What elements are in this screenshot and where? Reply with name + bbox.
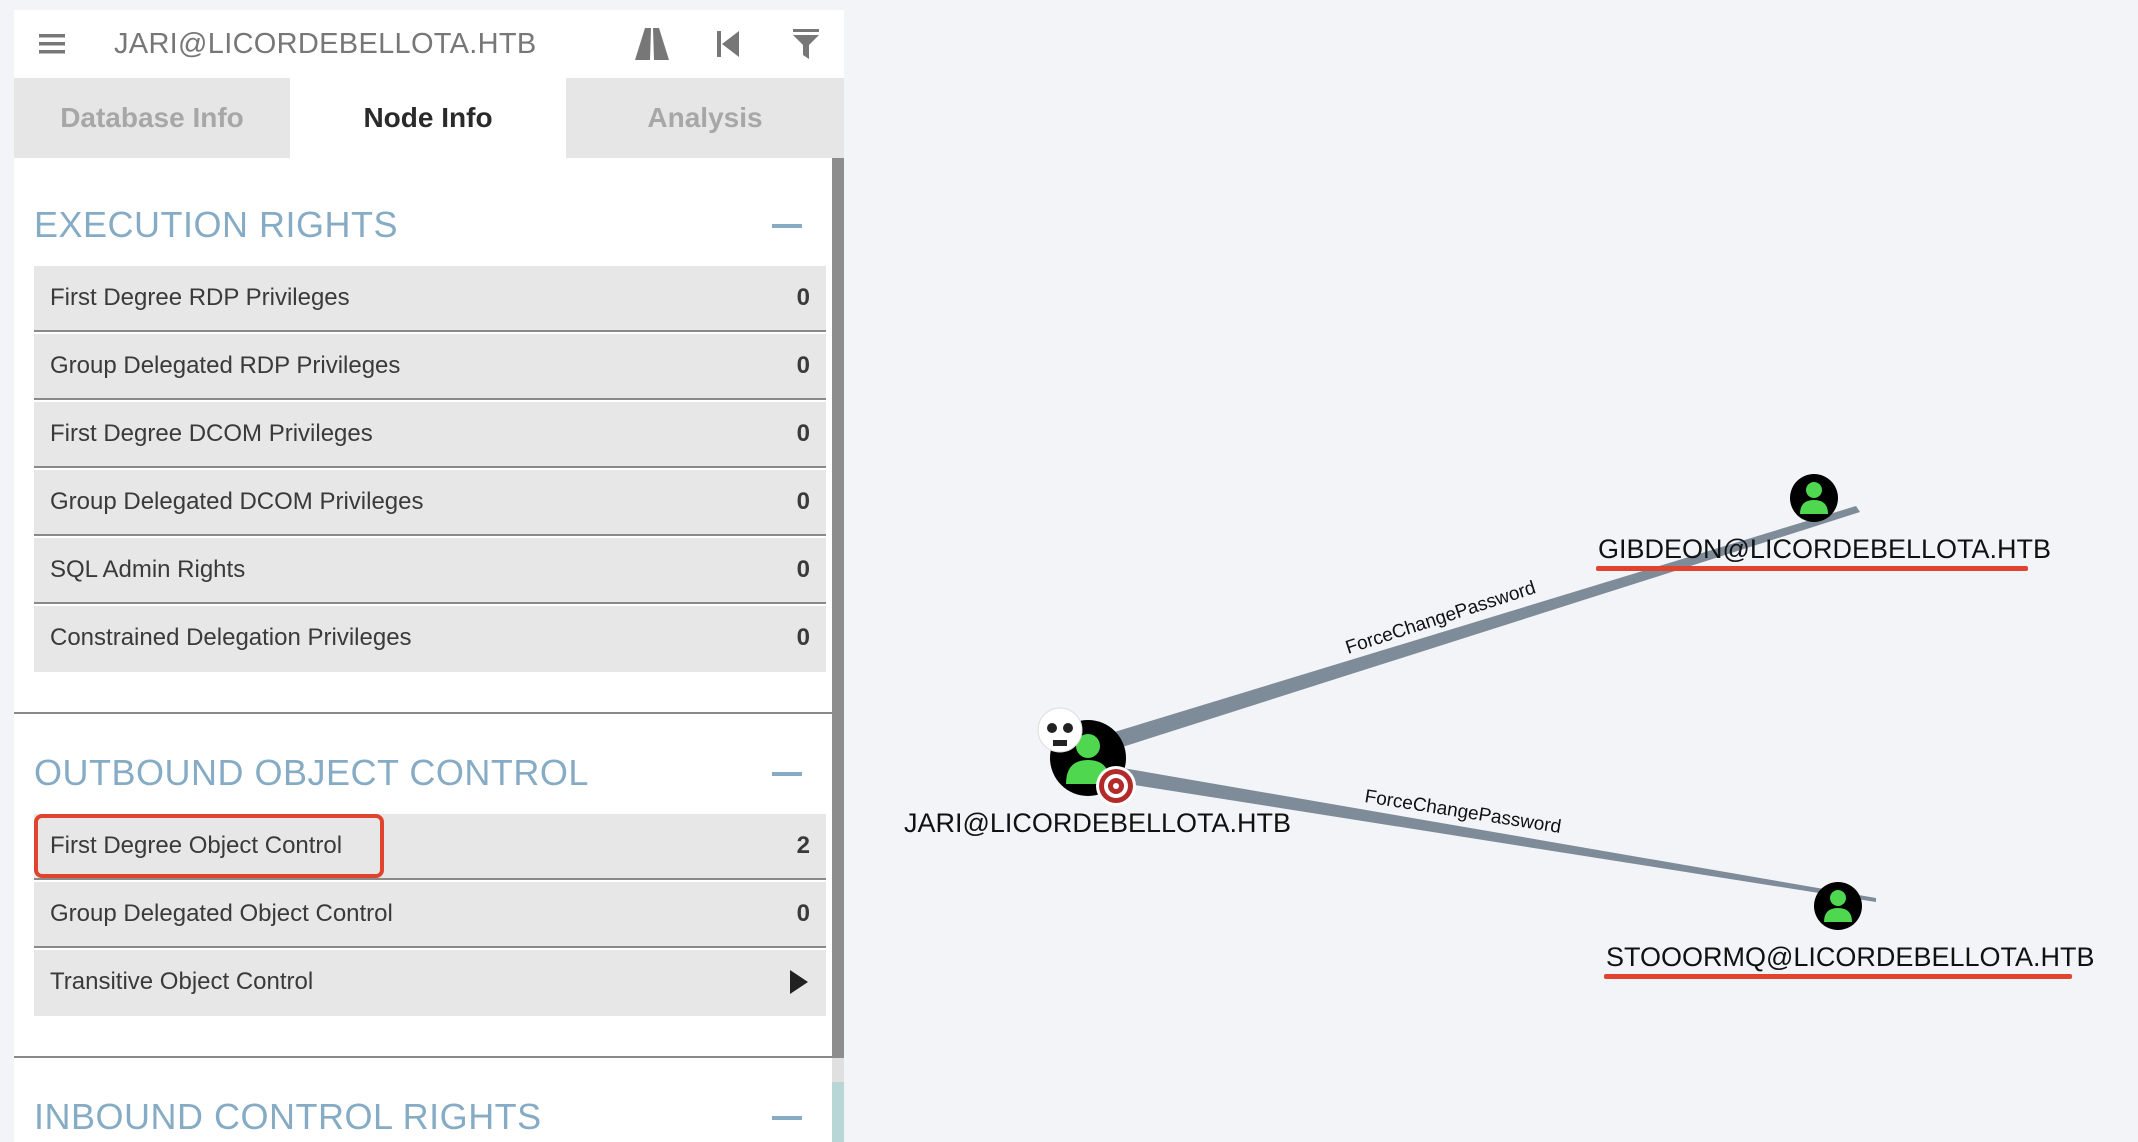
tab-database-info[interactable]: Database Info xyxy=(14,78,290,158)
row-label: First Degree DCOM Privileges xyxy=(50,420,373,447)
section-divider xyxy=(14,1056,832,1058)
scrollbar-thumb[interactable] xyxy=(832,158,844,1058)
node-info-content: EXECUTION RIGHTS First Degree RDP Privil… xyxy=(14,158,832,1142)
node-label-gibdeon: GIBDEON@LICORDEBELLOTA.HTB xyxy=(1598,534,2052,564)
section-title-execution-rights: EXECUTION RIGHTS xyxy=(34,204,399,245)
row-group-delegated-object-control[interactable]: Group Delegated Object Control 0 xyxy=(34,882,826,948)
row-count: 0 xyxy=(796,624,810,651)
row-group-delegated-dcom[interactable]: Group Delegated DCOM Privileges 0 xyxy=(34,470,826,536)
node-stooormq[interactable] xyxy=(1814,882,1862,930)
row-label: Transitive Object Control xyxy=(50,968,314,995)
section-divider xyxy=(14,712,832,714)
menu-icon[interactable] xyxy=(32,24,72,64)
node-label-jari: JARI@LICORDEBELLOTA.HTB xyxy=(904,808,1291,838)
underline-annotation-gibdeon xyxy=(1596,566,2028,571)
row-count: 0 xyxy=(796,420,810,447)
collapse-outbound-object-control-button[interactable] xyxy=(772,772,802,776)
skull-icon xyxy=(1037,707,1083,753)
row-count: 0 xyxy=(796,488,810,515)
target-icon xyxy=(1096,766,1136,806)
row-first-degree-rdp[interactable]: First Degree RDP Privileges 0 xyxy=(34,266,826,332)
highlight-annotation xyxy=(34,814,384,878)
section-title-inbound-control-rights: INBOUND CONTROL RIGHTS xyxy=(34,1096,542,1137)
road-icon[interactable] xyxy=(632,24,672,64)
row-label: Constrained Delegation Privileges xyxy=(50,624,412,651)
row-constrained-delegation[interactable]: Constrained Delegation Privileges 0 xyxy=(34,606,826,672)
row-group-delegated-rdp[interactable]: Group Delegated RDP Privileges 0 xyxy=(34,334,826,400)
row-count: 0 xyxy=(796,284,810,311)
row-sql-admin-rights[interactable]: SQL Admin Rights 0 xyxy=(34,538,826,604)
row-count: 0 xyxy=(796,556,810,583)
node-gibdeon[interactable] xyxy=(1790,474,1838,522)
row-label: Group Delegated DCOM Privileges xyxy=(50,488,424,515)
scrollbar[interactable] xyxy=(832,158,844,1142)
row-label: Group Delegated RDP Privileges xyxy=(50,352,401,379)
node-info-panel: JARI@LICORDEBELLOTA.HTB Database Info No… xyxy=(14,10,844,1142)
row-label: First Degree RDP Privileges xyxy=(50,284,350,311)
tab-bar: Database Info Node Info Analysis xyxy=(14,78,844,158)
tab-node-info[interactable]: Node Info xyxy=(290,78,566,158)
graph-canvas[interactable]: ForceChangePassword ForceChangePassword xyxy=(844,0,2138,1142)
row-label: Group Delegated Object Control xyxy=(50,900,393,927)
row-count: 0 xyxy=(796,352,810,379)
row-count: 2 xyxy=(796,832,810,859)
scrollbar-track-end xyxy=(832,1082,844,1142)
tab-analysis[interactable]: Analysis xyxy=(566,78,844,158)
node-label-stooormq: STOOORMQ@LICORDEBELLOTA.HTB xyxy=(1606,942,2095,972)
row-label: First Degree Object Control xyxy=(50,832,343,859)
search-input[interactable]: JARI@LICORDEBELLOTA.HTB xyxy=(114,28,537,60)
section-title-outbound-object-control: OUTBOUND OBJECT CONTROL xyxy=(34,752,589,793)
row-count: 0 xyxy=(796,900,810,927)
row-first-degree-object-control[interactable]: First Degree Object Control 2 xyxy=(34,814,826,880)
back-icon[interactable] xyxy=(708,24,748,64)
collapse-inbound-control-rights-button[interactable] xyxy=(772,1116,802,1120)
row-label: SQL Admin Rights xyxy=(50,556,246,583)
edge-jari-to-stooormq[interactable] xyxy=(1088,762,1876,902)
row-transitive-object-control[interactable]: Transitive Object Control xyxy=(34,950,826,1016)
filter-icon[interactable] xyxy=(786,24,826,64)
node-jari[interactable] xyxy=(1037,707,1136,806)
search-bar: JARI@LICORDEBELLOTA.HTB xyxy=(14,10,844,78)
underline-annotation-stooormq xyxy=(1604,974,2072,979)
collapse-execution-rights-button[interactable] xyxy=(772,224,802,228)
row-first-degree-dcom[interactable]: First Degree DCOM Privileges 0 xyxy=(34,402,826,468)
play-arrow-icon[interactable] xyxy=(790,970,808,994)
